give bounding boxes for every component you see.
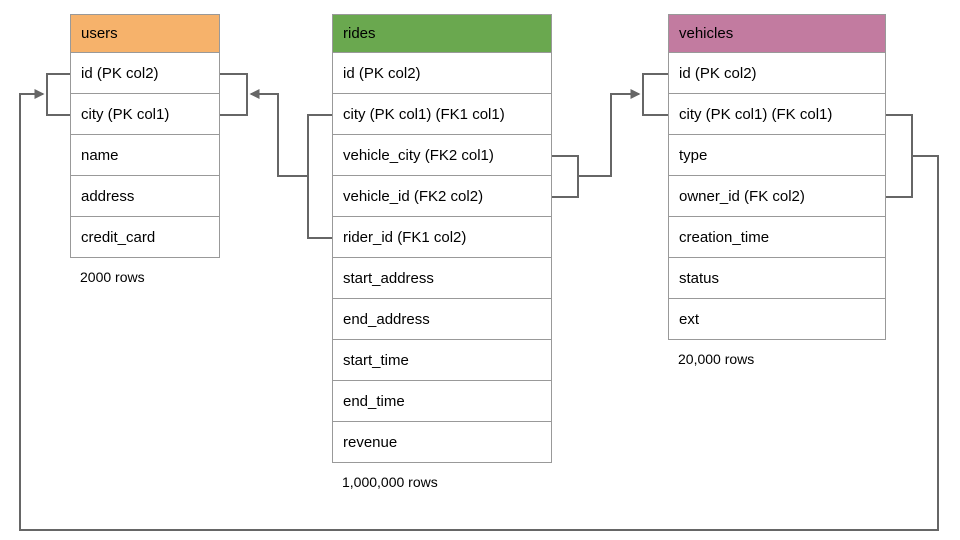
table-row-rides: start_time: [332, 340, 552, 381]
table-rides-title: rides: [332, 14, 552, 53]
fk3-arrow-vehicles-to-users: [19, 89, 939, 531]
table-vehicles-rowcount: 20,000 rows: [678, 351, 755, 367]
table-row-rides: id (PK col2): [332, 53, 552, 94]
table-vehicles-columns: id (PK col2)city (PK col1) (FK col1)type…: [668, 53, 886, 340]
table-row-vehicles: ext: [668, 299, 886, 340]
fk1-arrow-rides-to-users: [249, 89, 308, 177]
table-row-rides: revenue: [332, 422, 552, 463]
table-row-rides: city (PK col1) (FK1 col1): [332, 94, 552, 135]
table-rides-rowcount: 1,000,000 rows: [342, 474, 438, 490]
table-row-users: city (PK col1): [70, 94, 220, 135]
fk2-vehicles-key-bracket: [642, 73, 668, 116]
table-row-users: id (PK col2): [70, 53, 220, 94]
table-vehicles-title: vehicles: [668, 14, 886, 53]
table-row-vehicles: status: [668, 258, 886, 299]
table-row-rides: end_address: [332, 299, 552, 340]
table-row-rides: rider_id (FK1 col2): [332, 217, 552, 258]
fk1-users-key-bracket: [220, 73, 248, 116]
table-row-users: credit_card: [70, 217, 220, 258]
fk3-users-key-bracket: [46, 73, 70, 116]
table-row-vehicles: type: [668, 135, 886, 176]
fk1-rides-key-bracket: [307, 114, 332, 239]
table-row-users: name: [70, 135, 220, 176]
table-row-rides: vehicle_city (FK2 col1): [332, 135, 552, 176]
table-row-users: address: [70, 176, 220, 217]
table-row-rides: start_address: [332, 258, 552, 299]
table-rides: rides id (PK col2)city (PK col1) (FK1 co…: [332, 14, 552, 490]
table-row-vehicles: city (PK col1) (FK col1): [668, 94, 886, 135]
fk2-arrow-rides-to-vehicles: [578, 89, 641, 177]
fk3-vehicles-key-bracket: [886, 114, 913, 198]
table-users-title: users: [70, 14, 220, 53]
table-row-vehicles: owner_id (FK col2): [668, 176, 886, 217]
table-row-rides: vehicle_id (FK2 col2): [332, 176, 552, 217]
table-row-vehicles: creation_time: [668, 217, 886, 258]
fk2-rides-key-bracket: [552, 155, 579, 198]
table-row-vehicles: id (PK col2): [668, 53, 886, 94]
table-vehicles: vehicles id (PK col2)city (PK col1) (FK …: [668, 14, 886, 367]
table-row-rides: end_time: [332, 381, 552, 422]
table-users-rowcount: 2000 rows: [80, 269, 145, 285]
table-rides-columns: id (PK col2)city (PK col1) (FK1 col1)veh…: [332, 53, 552, 463]
